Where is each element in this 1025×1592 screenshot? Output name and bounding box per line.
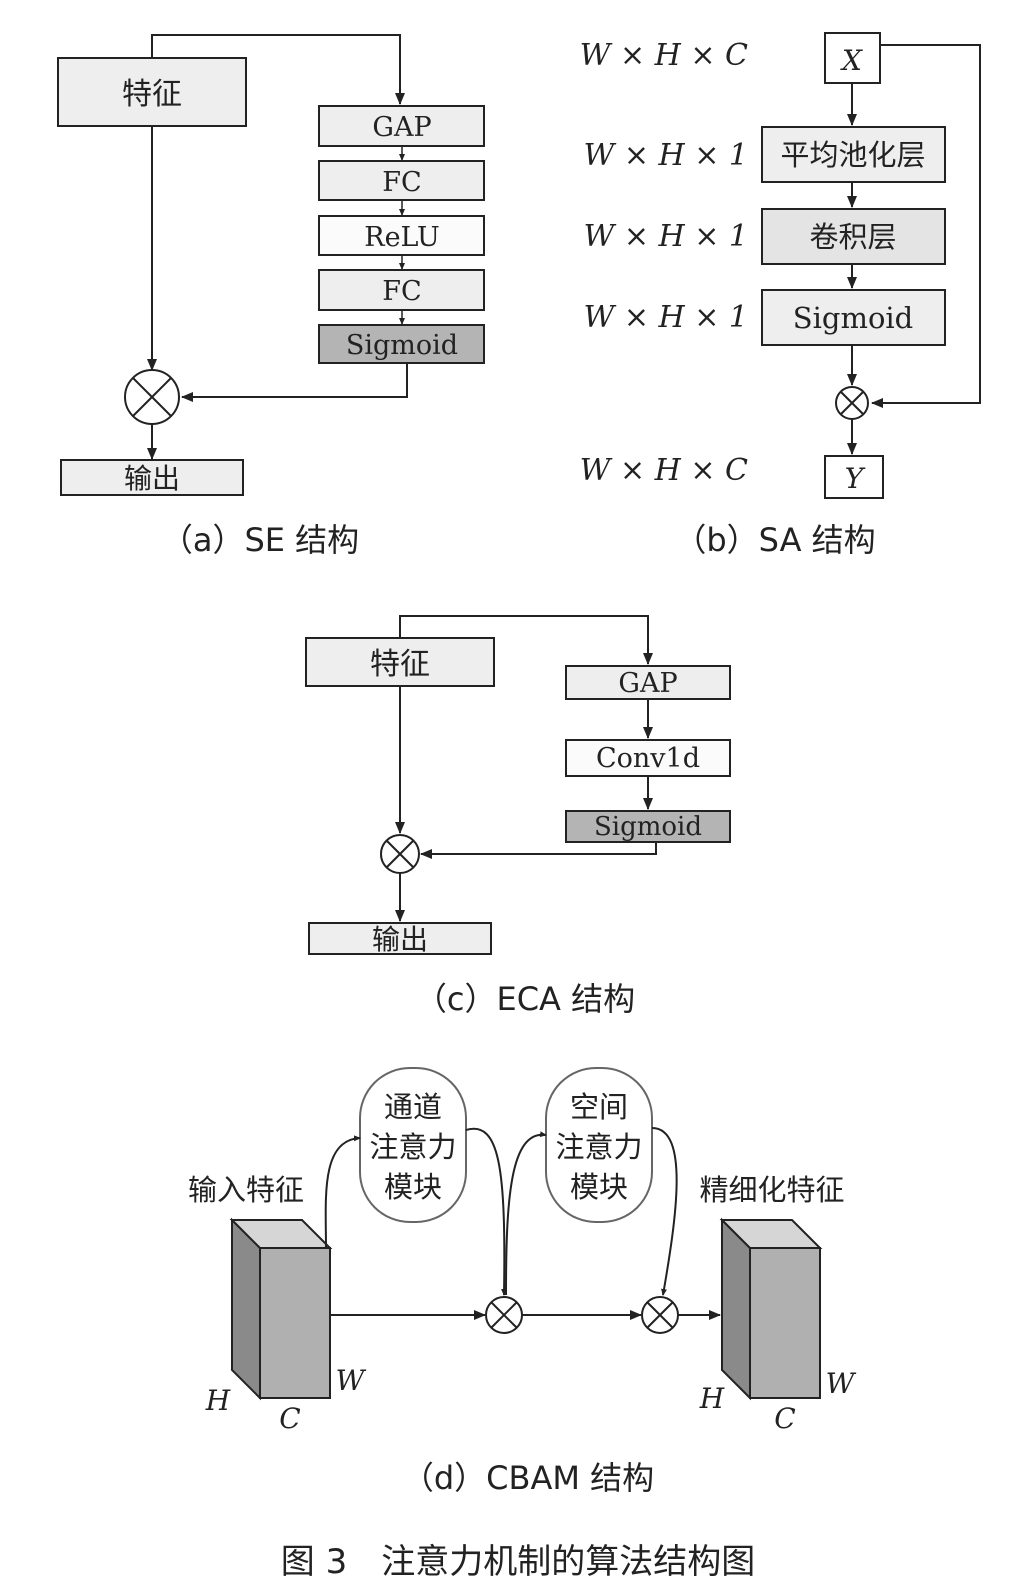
eca-conv1d-label: Conv1d [596, 743, 700, 774]
se-fc1-label: FC [382, 167, 421, 198]
sa-y-box [824, 455, 884, 499]
eca-branch-line [399, 615, 653, 665]
sa-skip-line [871, 44, 981, 408]
sa-conv-label: 卷积层 [809, 220, 896, 254]
se-sigmoid-to-mul [181, 363, 408, 402]
cbam-refined-label: 精细化特征 [699, 1173, 844, 1207]
eca-gap-label: GAP [618, 668, 677, 699]
cbam-mul1-to-spatial [505, 1131, 547, 1296]
eca-feature-label: 特征 [370, 647, 430, 682]
se-feature-box [57, 57, 247, 127]
se-fc2-label: FC [382, 276, 421, 307]
cbam-channel-to-mul1 [465, 1127, 508, 1296]
eca-gap-box [565, 665, 731, 700]
se-branch-line [151, 34, 405, 105]
cbam-output-w: W [826, 1367, 857, 1400]
eca-caption: （c）ECA 结构 [415, 980, 635, 1018]
eca-sigmoid-to-mul [420, 842, 657, 859]
cbam-output-h: H [699, 1382, 725, 1415]
se-caption: （a）SE 结构 [161, 521, 359, 559]
cbam-spatial-to-mul2 [651, 1127, 678, 1296]
se-fc2-box [318, 269, 485, 311]
se-relu-label: ReLU [364, 222, 440, 253]
eca-multiply-icon [380, 834, 420, 874]
sa-x-label: X [840, 44, 863, 77]
cbam-multiply-icon-1 [485, 1296, 523, 1334]
sa-caption: （b）SA 结构 [674, 521, 875, 559]
cbam-spatial-module [545, 1067, 653, 1223]
sa-sigmoid-label: Sigmoid [793, 301, 914, 335]
sa-dim3: W × H × 1 [583, 300, 748, 335]
cbam-channel-line3: 模块 [384, 1170, 442, 1204]
sa-pool-label: 平均池化层 [780, 138, 925, 172]
se-multiply-icon [124, 369, 180, 425]
cbam-input-to-channel [324, 1135, 361, 1249]
eca-sigmoid-box [565, 810, 731, 843]
sa-dim2: W × H × 1 [583, 219, 748, 254]
sa-y-label: Y [845, 462, 866, 495]
sa-pool-box [761, 126, 946, 183]
panel-b-sa: W × H × C X W × H × 1 平均池化层 W × H × 1 卷积… [580, 32, 981, 559]
se-gap-label: GAP [372, 112, 431, 143]
eca-output-label: 输出 [372, 923, 428, 956]
cbam-input-label: 输入特征 [188, 1173, 304, 1207]
cbam-channel-module [359, 1067, 467, 1223]
sa-sigmoid-box [761, 289, 946, 346]
cbam-output-c: C [774, 1402, 795, 1435]
se-output-box [60, 459, 244, 496]
sa-dim-in: W × H × C [580, 38, 748, 73]
cbam-output-cube [719, 1217, 823, 1401]
se-sigmoid-box [318, 324, 485, 364]
eca-sigmoid-label: Sigmoid [594, 812, 702, 842]
cbam-multiply-icon-2 [641, 1296, 679, 1334]
cbam-input-w: W [336, 1364, 367, 1397]
eca-output-box [308, 922, 492, 955]
sa-dim1: W × H × 1 [583, 138, 748, 173]
cbam-caption: （d）CBAM 结构 [402, 1459, 654, 1497]
se-feature-label: 特征 [122, 77, 182, 112]
se-sigmoid-label: Sigmoid [346, 330, 458, 361]
panel-c-eca: 特征 GAP Conv1d Sigmoid 输出 （c）ECA 结构 [305, 615, 731, 1018]
sa-conv-box [761, 208, 946, 265]
se-output-label: 输出 [124, 462, 180, 495]
sa-multiply-icon [835, 386, 869, 420]
cbam-channel-line1: 通道 [384, 1090, 442, 1124]
se-gap-box [318, 105, 485, 147]
cbam-input-h: H [205, 1384, 231, 1417]
sa-dim-out: W × H × C [580, 453, 748, 488]
cbam-input-c: C [279, 1402, 300, 1435]
cbam-spatial-line1: 空间 [570, 1090, 628, 1124]
cbam-input-cube [229, 1217, 333, 1401]
cbam-spatial-line2: 注意力 [555, 1130, 642, 1164]
panel-d-cbam: 输入特征 H C W 通道 注意力 模块 空间 注意力 模块 [188, 1067, 857, 1497]
se-fc1-box [318, 160, 485, 201]
figure-title: 图 3 注意力机制的算法结构图 [281, 1542, 755, 1582]
panel-a-se: 特征 GAP FC ReLU FC Sigmoid 输出 （a）SE 结构 [57, 34, 485, 559]
cbam-spatial-line3: 模块 [570, 1170, 628, 1204]
cbam-channel-line2: 注意力 [369, 1130, 456, 1164]
